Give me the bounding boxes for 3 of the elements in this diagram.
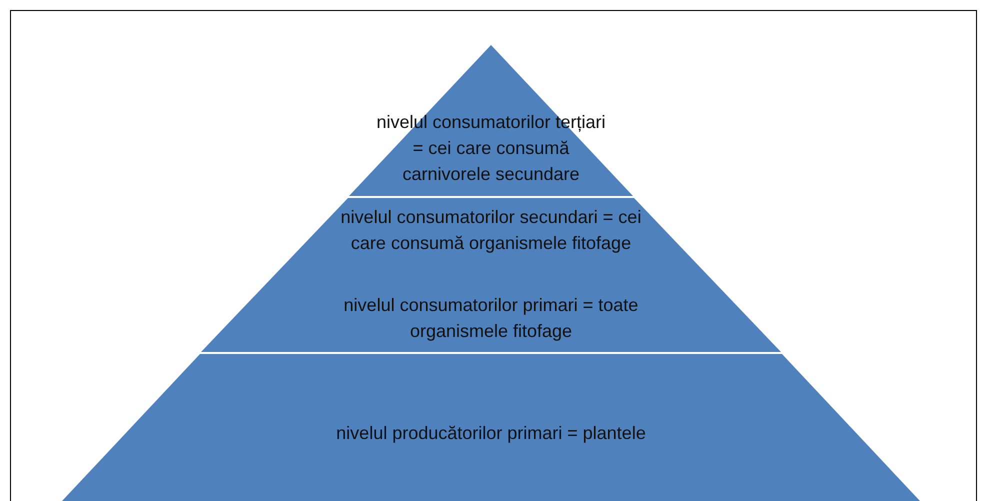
level-label: nivelul consumatorilor secundari = cei care consumă organismele fitofage — [340, 206, 642, 255]
level-label: nivelul producătorilor primari = plantele — [335, 422, 647, 445]
level-label: nivelul consumatorilor primari = toate organismele fitofage — [342, 294, 640, 343]
